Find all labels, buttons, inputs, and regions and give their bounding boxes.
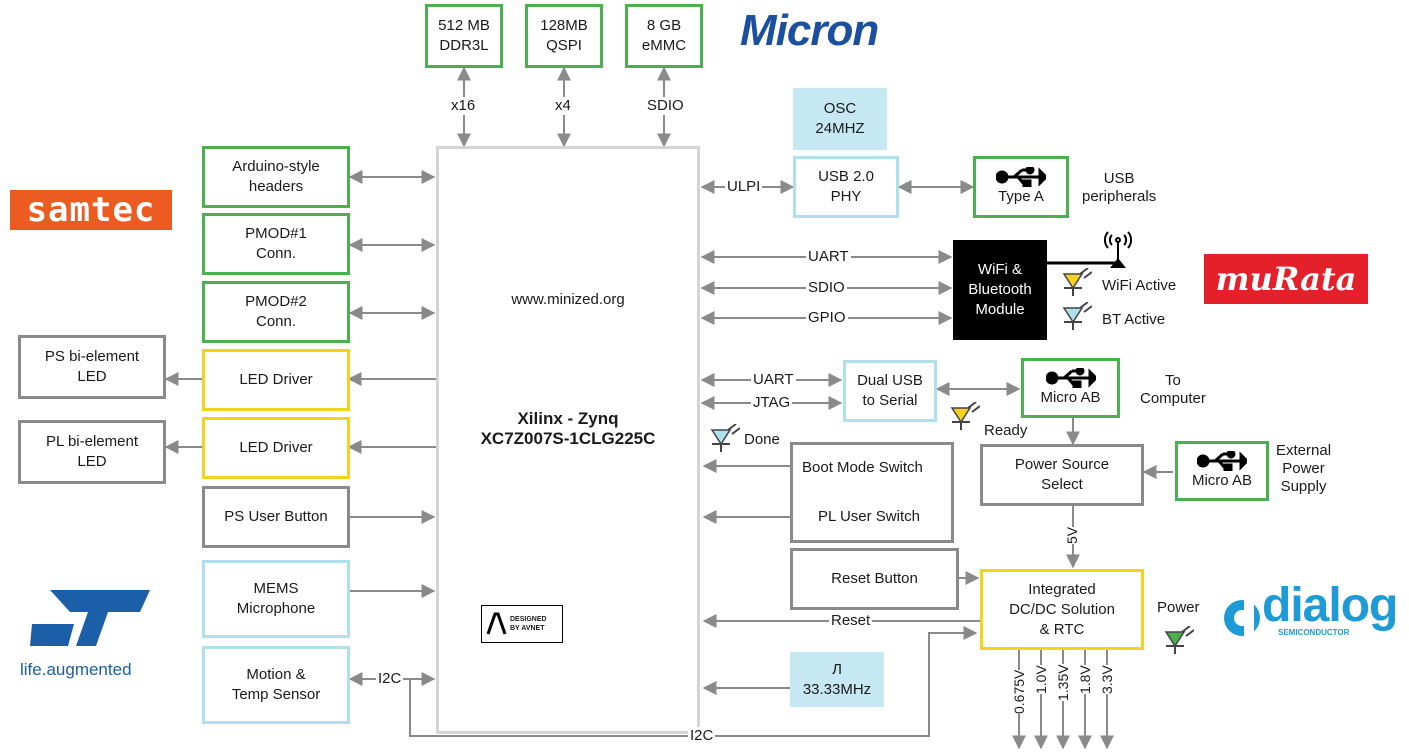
bus-width-x16: x16 <box>449 97 478 115</box>
usb-icon <box>1045 368 1096 388</box>
st-logo-mark <box>30 590 150 646</box>
reset-label: Reset <box>829 612 873 630</box>
avnet-icon <box>486 612 507 635</box>
pl-user-switch-label: PL User Switch <box>818 508 920 525</box>
antenna-icon <box>1104 231 1132 268</box>
ps-user-button: PS User Button <box>202 486 350 548</box>
done-led-icon <box>710 424 740 452</box>
usb-peripherals-label: USB peripherals <box>1082 170 1157 205</box>
i2c-label: I2C <box>376 670 404 688</box>
st-logo <box>30 590 150 646</box>
bt-active-led-icon <box>1062 302 1092 330</box>
ready-label: Ready <box>984 422 1028 439</box>
memory-type: QSPI <box>546 37 582 54</box>
uart-label: UART <box>806 248 851 266</box>
to-computer-label: To Computer <box>1140 372 1206 407</box>
memory-type: DDR3L <box>439 37 489 54</box>
bus-width-x4: x4 <box>553 97 573 115</box>
bt-active-label: BT Active <box>1102 311 1166 328</box>
usb-type-a: Type A <box>973 156 1069 218</box>
micron-logo: Micron <box>740 6 879 55</box>
uart2-label: UART <box>751 371 796 389</box>
ulpi-label: ULPI <box>725 178 763 196</box>
external-power-label: External Power Supply <box>1276 442 1332 495</box>
ps-led-driver: LED Driver <box>202 349 350 411</box>
bus-sdio: SDIO <box>645 97 686 115</box>
emmc-memory: 8 GB eMMC <box>625 4 703 68</box>
ready-led-icon <box>950 402 980 430</box>
5v-label: 5V <box>1064 526 1080 544</box>
rail-18v: 1.8V <box>1077 665 1093 694</box>
samtec-logo: samtec <box>10 190 172 230</box>
usb-icon <box>996 167 1046 187</box>
jtag-label: JTAG <box>751 394 793 412</box>
micro-ab-computer: Micro AB <box>1021 358 1120 418</box>
minized-url: www.minized.org <box>511 291 625 308</box>
memory-size: 128MB <box>540 17 588 34</box>
dialog-logo: dialog SEMICONDUCTOR <box>1222 579 1398 644</box>
boot-mode-switch-label: Boot Mode Switch <box>802 459 923 476</box>
micro-ab-external: Micro AB <box>1175 441 1269 501</box>
dialog-mark-icon <box>1224 590 1260 636</box>
ddr3l-memory: 512 MB DDR3L <box>425 4 503 68</box>
boot-pl-switch-box <box>790 442 954 543</box>
gpio-label: GPIO <box>806 309 848 327</box>
done-label: Done <box>744 431 780 448</box>
memory-size: 512 MB <box>438 17 490 34</box>
rail-135v: 1.35V <box>1055 664 1071 701</box>
sdio-label: SDIO <box>806 279 847 297</box>
wifi-active-led-icon <box>1062 268 1092 296</box>
usb-icon <box>1197 451 1247 471</box>
motion-temp-sensor: Motion &Temp Sensor <box>202 646 350 724</box>
memory-type: eMMC <box>641 37 687 54</box>
rail-10v: 1.0V <box>1033 665 1049 694</box>
reset-button: Reset Button <box>790 548 959 610</box>
pl-led-driver: LED Driver <box>202 417 350 479</box>
rail-0675v: 0.675V <box>1011 669 1027 714</box>
rail-33v: 3.3V <box>1099 665 1115 694</box>
wifi-active-label: WiFi Active <box>1102 277 1177 294</box>
memory-size: 8 GB <box>646 17 682 34</box>
power-label: Power <box>1157 599 1200 616</box>
qspi-memory: 128MB QSPI <box>525 4 603 68</box>
power-led-icon <box>1164 626 1194 654</box>
zynq-soc: www.minized.org Xilinx - Zynq XC7Z007S-1… <box>436 146 700 734</box>
i2c-bottom-label: I2C <box>688 727 716 745</box>
murata-logo: muRata <box>1204 254 1368 304</box>
zynq-title: Xilinx - Zynq XC7Z007S-1CLG225C <box>480 409 656 448</box>
st-tagline: life.augmented <box>20 660 132 679</box>
